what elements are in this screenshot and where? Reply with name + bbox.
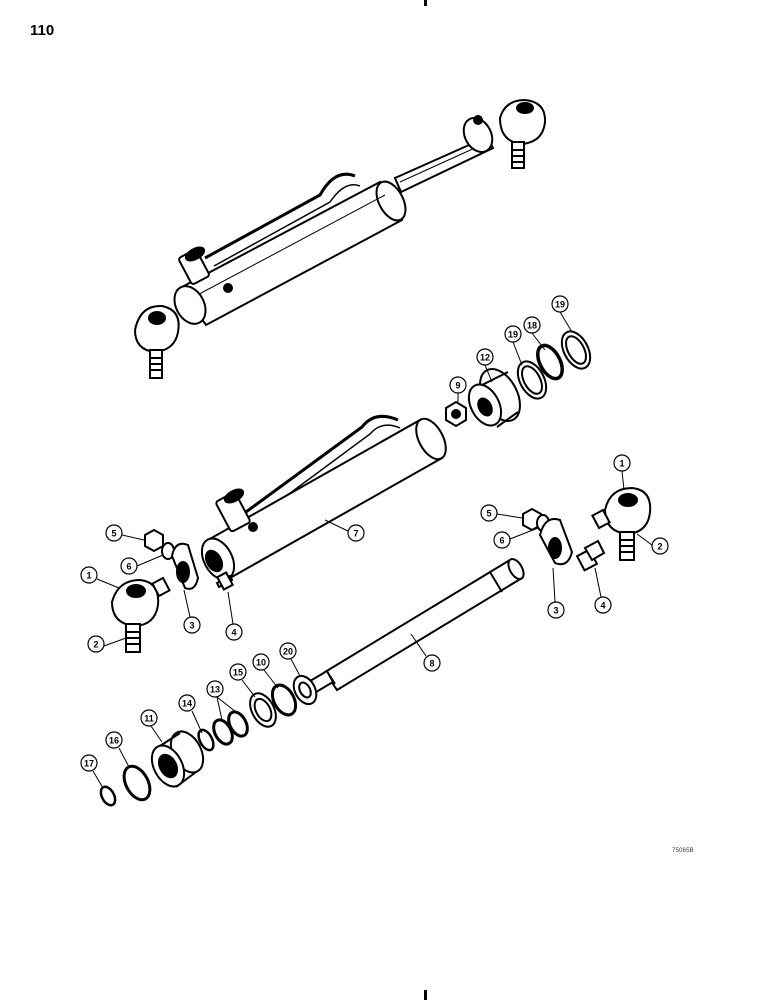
callout-12: 12 <box>476 348 494 366</box>
callout-5-left: 5 <box>105 524 123 542</box>
leader-lines <box>92 311 653 789</box>
callout-1-right: 1 <box>613 454 631 472</box>
svg-text:3: 3 <box>553 606 558 616</box>
callout-20: 20 <box>279 642 297 660</box>
callout-18: 18 <box>523 316 541 334</box>
svg-text:2: 2 <box>93 640 98 650</box>
svg-text:18: 18 <box>527 321 537 331</box>
barrel-7 <box>200 414 447 581</box>
callout-1-left: 1 <box>80 566 98 584</box>
callout-5-right: 5 <box>480 504 498 522</box>
callout-2-right: 2 <box>651 537 669 555</box>
callout-19-inner: 19 <box>504 325 522 343</box>
callout-8: 8 <box>423 654 441 672</box>
svg-text:17: 17 <box>84 759 94 769</box>
svg-text:6: 6 <box>126 562 131 572</box>
callout-6-left: 6 <box>120 557 138 575</box>
head-parts <box>445 330 592 428</box>
svg-text:11: 11 <box>144 714 154 724</box>
callout-10: 10 <box>252 653 270 671</box>
piston-rod-8 <box>303 558 525 697</box>
callout-16: 16 <box>105 731 123 749</box>
svg-text:2: 2 <box>657 542 662 552</box>
page-number: 110 <box>30 22 55 39</box>
svg-text:16: 16 <box>109 736 119 746</box>
svg-text:3: 3 <box>189 621 194 631</box>
svg-text:5: 5 <box>111 529 116 539</box>
svg-text:5: 5 <box>486 509 491 519</box>
svg-text:14: 14 <box>182 699 192 709</box>
callout-6-right: 6 <box>493 531 511 549</box>
drawing-id: 75065B <box>672 848 694 854</box>
callout-11: 11 <box>140 709 158 727</box>
svg-text:4: 4 <box>231 628 236 638</box>
right-end-parts <box>522 486 652 572</box>
svg-text:20: 20 <box>283 647 293 657</box>
callout-7: 7 <box>347 524 365 542</box>
svg-text:13: 13 <box>210 685 220 695</box>
callout-9: 9 <box>449 376 467 394</box>
svg-text:4: 4 <box>600 601 605 611</box>
callout-3-right: 3 <box>547 601 565 619</box>
callout-14: 14 <box>178 694 196 712</box>
callout-17: 17 <box>80 754 98 772</box>
svg-text:10: 10 <box>256 658 266 668</box>
left-end-parts <box>110 528 235 653</box>
callout-15: 15 <box>229 663 247 681</box>
svg-text:12: 12 <box>480 353 490 363</box>
callout-13: 13 <box>206 680 224 698</box>
callout-4-right: 4 <box>594 596 612 614</box>
assembled-cylinder <box>133 98 547 379</box>
svg-text:1: 1 <box>619 459 624 469</box>
svg-text:19: 19 <box>508 330 518 340</box>
callout-4-left: 4 <box>225 623 243 641</box>
svg-text:9: 9 <box>455 381 460 391</box>
svg-text:1: 1 <box>86 571 91 581</box>
callout-19-outer: 19 <box>551 295 569 313</box>
svg-text:7: 7 <box>353 529 358 539</box>
piston-parts <box>99 674 318 807</box>
svg-text:19: 19 <box>555 300 565 310</box>
callout-3-left: 3 <box>183 616 201 634</box>
callouts: 12 19 18 19 9 7 5 6 1 2 3 4 1 5 6 2 3 4 … <box>80 295 669 772</box>
callout-2-left: 2 <box>87 635 105 653</box>
svg-text:15: 15 <box>233 668 243 678</box>
svg-text:8: 8 <box>429 659 434 669</box>
svg-text:6: 6 <box>499 536 504 546</box>
